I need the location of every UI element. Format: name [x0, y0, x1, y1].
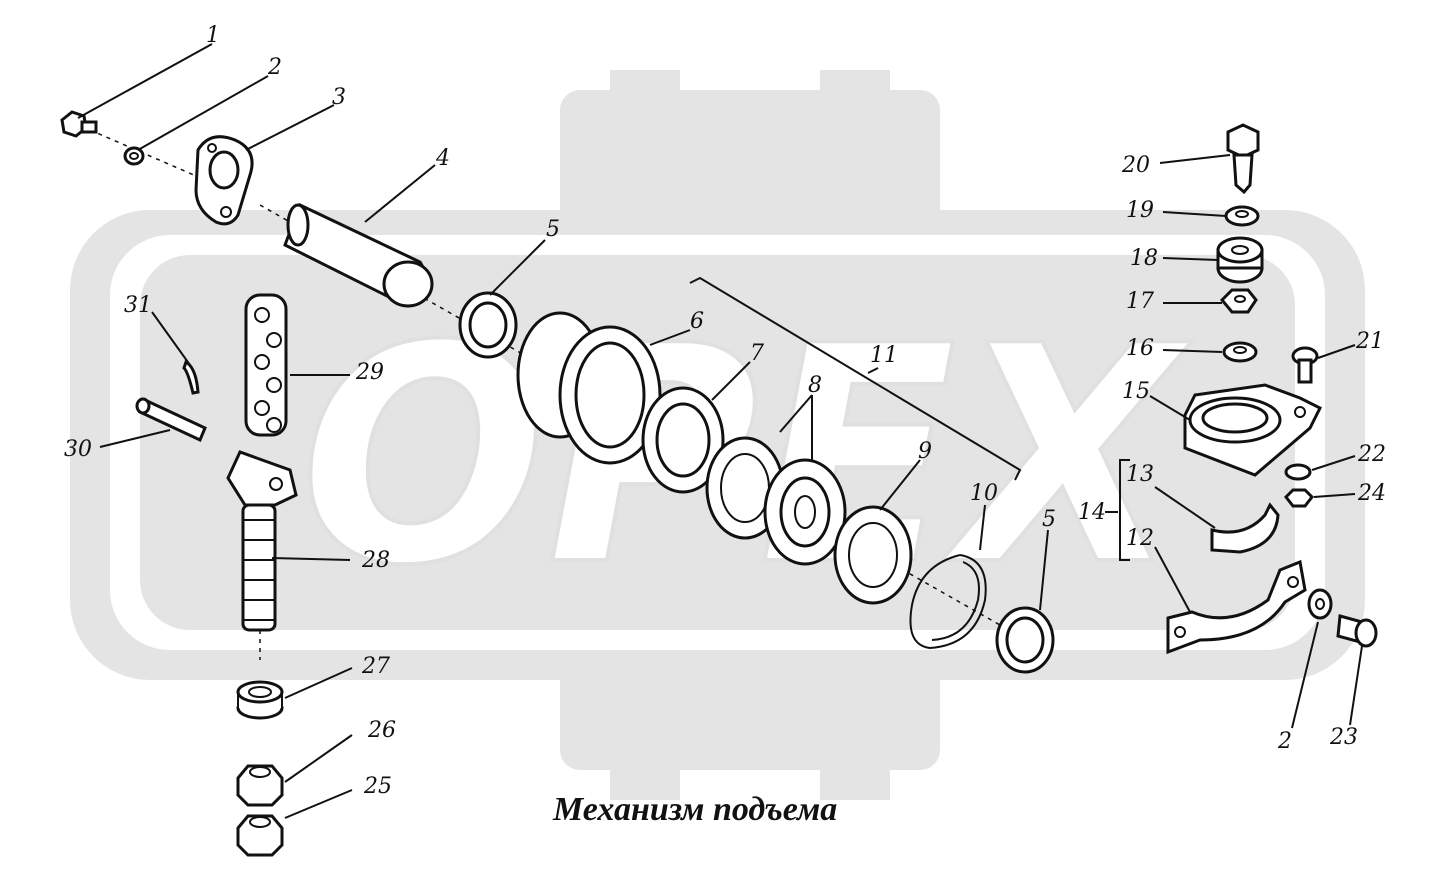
part-5-ring-left	[458, 291, 518, 359]
callout-2-bottom: 2	[1277, 729, 1292, 754]
part-30-pin	[135, 397, 207, 443]
part-23-bolt	[1336, 614, 1378, 648]
part-1-bolt	[60, 110, 98, 138]
part-2-washer	[123, 146, 145, 166]
part-31-cotter-pin	[182, 359, 200, 395]
part-7-seal	[641, 386, 725, 494]
callout-18: 18	[1130, 246, 1158, 271]
part-20-bolt	[1226, 123, 1260, 195]
part-18-spacer	[1216, 236, 1264, 284]
callout-19: 19	[1126, 198, 1154, 223]
part-4-shaft	[283, 202, 434, 308]
callout-7: 7	[750, 341, 764, 366]
callout-25: 25	[363, 774, 392, 799]
callout-21: 21	[1355, 329, 1384, 354]
part-2-washer-bottom	[1307, 588, 1333, 620]
callout-15: 15	[1122, 379, 1150, 404]
leader-lines	[77, 43, 1363, 819]
part-9-washer	[833, 505, 913, 605]
callout-5-right: 5	[1042, 507, 1056, 532]
part-3-plate	[194, 135, 254, 226]
callout-11: 11	[870, 343, 898, 368]
part-29-chain	[244, 293, 288, 437]
callout-10: 10	[970, 481, 998, 506]
callout-23: 23	[1329, 725, 1358, 750]
callout-30: 30	[64, 437, 92, 462]
callout-8: 8	[808, 373, 822, 398]
callout-26: 26	[367, 718, 396, 743]
callout-17: 17	[1126, 289, 1154, 314]
callout-27: 27	[361, 654, 390, 679]
callout-28: 28	[361, 548, 390, 573]
part-24-nut	[1284, 488, 1314, 508]
callout-20: 20	[1121, 153, 1150, 178]
callout-5-left: 5	[546, 217, 560, 242]
part-15-flange	[1183, 383, 1323, 477]
callout-1: 1	[206, 23, 220, 48]
part-8-bearings	[705, 436, 847, 566]
part-28-eye-bolt	[226, 450, 298, 632]
part-22-washer	[1284, 463, 1312, 481]
callout-3: 3	[332, 85, 346, 110]
callout-16: 16	[1126, 336, 1154, 361]
callout-14: 14	[1078, 500, 1106, 525]
part-16-washer	[1222, 341, 1258, 363]
part-13-clamp	[1210, 502, 1280, 554]
part-17-nut	[1219, 288, 1258, 314]
callout-31: 31	[124, 293, 152, 318]
part-12-bracket	[1166, 559, 1307, 655]
part-5-ring-right	[995, 606, 1055, 674]
callout-2-top: 2	[267, 55, 282, 80]
callout-29: 29	[355, 360, 384, 385]
callout-12: 12	[1126, 526, 1154, 551]
callout-4: 4	[435, 146, 450, 171]
part-6-housing	[516, 311, 662, 465]
callout-24: 24	[1357, 481, 1386, 506]
part-21-bolt	[1291, 346, 1319, 384]
callout-9: 9	[918, 439, 932, 464]
part-26-nut	[236, 764, 284, 807]
part-10-snap-ring	[909, 554, 987, 650]
callout-labels: 1 2 3 4 5 6 7 8 9 10 5 11 12 13 14 15 16…	[64, 23, 1386, 799]
callout-13: 13	[1126, 462, 1154, 487]
diagram-caption: Механизм подъема	[552, 791, 837, 828]
part-27-bushing	[236, 680, 284, 720]
part-25-nut	[236, 814, 284, 857]
callout-6: 6	[690, 309, 704, 334]
part-19-washer	[1224, 205, 1260, 227]
callout-22: 22	[1357, 442, 1386, 467]
